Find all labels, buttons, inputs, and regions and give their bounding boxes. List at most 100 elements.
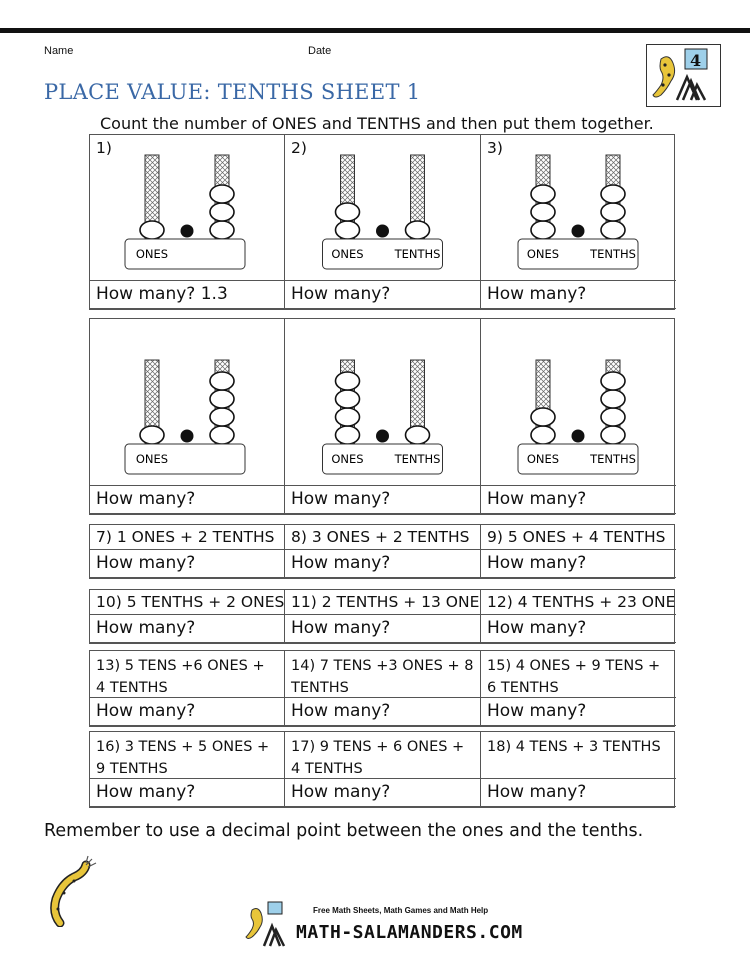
answer-prompt[interactable]: How many? <box>481 779 676 807</box>
ones-bead <box>139 220 165 240</box>
ones-label: ONES <box>136 247 168 261</box>
page-title: PLACE VALUE: TENTHS SHEET 1 <box>44 80 421 104</box>
ones-bead <box>530 202 556 222</box>
tenths-bead <box>600 389 626 409</box>
problem-statement: 18) 4 TENS + 3 TENTHS <box>481 732 676 779</box>
tenths-bead <box>209 220 235 240</box>
answer-prompt[interactable]: How many? 1.3 <box>90 281 285 309</box>
problem-statement: 15) 4 ONES + 9 TENS + 6 TENTHS <box>481 651 676 698</box>
tenths-bead <box>209 425 235 445</box>
grade-number: 4 <box>690 51 701 70</box>
answer-prompt[interactable]: How many? <box>481 486 676 514</box>
abacus-base <box>124 238 246 270</box>
decimal-point <box>180 429 194 443</box>
ones-bead <box>139 425 165 445</box>
top-rule <box>0 28 750 33</box>
tenths-label: TENTHS <box>394 452 441 466</box>
decimal-point <box>376 224 389 238</box>
abacus-base <box>124 443 246 475</box>
tenths-bead <box>209 202 235 222</box>
problem-statement: 10) 5 TENTHS + 2 ONES <box>90 590 285 615</box>
tenths-bead <box>404 425 431 445</box>
answer-prompt[interactable]: How many? <box>285 281 481 309</box>
ones-label: ONES <box>331 452 363 466</box>
problem-statement: 8) 3 ONES + 2 TENTHS <box>285 525 481 550</box>
problem-statement: 16) 3 TENS + 5 ONES + 9 TENTHS <box>90 732 285 779</box>
tenths-bead <box>600 425 626 445</box>
problem-number: 2) <box>291 139 307 157</box>
decimal-point <box>571 429 585 443</box>
abacus-base <box>517 443 639 475</box>
ones-bead <box>334 407 361 427</box>
ones-label: ONES <box>527 247 559 261</box>
decimal-point <box>376 429 389 443</box>
problem-statement: 7) 1 ONES + 2 TENTHS <box>90 525 285 550</box>
abacus-base <box>517 238 639 270</box>
answer-prompt[interactable]: How many? <box>90 550 285 578</box>
ones-label: ONES <box>136 452 168 466</box>
answer-prompt[interactable]: How many? <box>285 779 481 807</box>
site-logo <box>240 900 300 954</box>
answer-prompt[interactable]: How many? <box>285 698 481 726</box>
tenths-bead <box>600 202 626 222</box>
abacus-problem: ONES TENTHS <box>285 319 481 486</box>
answer-prompt[interactable]: How many? <box>90 486 285 514</box>
abacus-base <box>322 443 443 475</box>
answer-prompt[interactable]: How many? <box>285 550 481 578</box>
decimal-point <box>571 224 585 238</box>
abacus-drawing: ONES <box>124 359 246 475</box>
abacus-drawing: ONES TENTHS <box>322 359 443 475</box>
problem-statement: 9) 5 ONES + 4 TENTHS <box>481 525 676 550</box>
tenths-bead <box>600 184 626 204</box>
abacus-problem: ONES <box>90 319 285 486</box>
tenths-bead <box>600 371 626 391</box>
tenths-label: TENTHS <box>394 247 441 261</box>
date-label: Date <box>308 45 332 57</box>
ones-bead <box>334 371 361 391</box>
abacus-drawing: ONES <box>124 154 246 270</box>
answer-prompt[interactable]: How many? <box>481 698 676 726</box>
ones-label: ONES <box>527 452 559 466</box>
ones-label: ONES <box>331 247 363 261</box>
tenths-bead <box>209 407 235 427</box>
salamander-illustration <box>40 855 112 931</box>
problem-statement: 13) 5 TENS +6 ONES + 4 TENTHS <box>90 651 285 698</box>
answer-prompt[interactable]: How many? <box>285 486 481 514</box>
tenths-bead <box>404 220 431 240</box>
tenths-bead <box>600 407 626 427</box>
tenths-bead <box>209 389 235 409</box>
grade-logo: 4 <box>646 44 721 107</box>
tenths-bead <box>209 371 235 391</box>
site-name: MATH-SALAMANDERS.COM <box>296 922 523 943</box>
answer-prompt[interactable]: How many? <box>481 281 676 309</box>
decimal-point <box>180 224 194 238</box>
ones-bead <box>334 202 361 222</box>
reminder-text: Remember to use a decimal point between … <box>44 821 644 841</box>
answer-prompt[interactable]: How many? <box>90 615 285 643</box>
answer-prompt[interactable]: How many? <box>90 698 285 726</box>
problem-statement: 17) 9 TENS + 6 ONES + 4 TENTHS <box>285 732 481 779</box>
answer-prompt[interactable]: How many? <box>481 550 676 578</box>
abacus-base <box>322 238 443 270</box>
answer-prompt[interactable]: How many? <box>285 615 481 643</box>
abacus-drawing: ONES TENTHS <box>322 154 443 270</box>
answer-prompt[interactable]: How many? <box>90 779 285 807</box>
tenths-bead <box>209 184 235 204</box>
ones-bead <box>334 220 361 240</box>
site-tagline: Free Math Sheets, Math Games and Math He… <box>313 906 489 915</box>
answer-prompt[interactable]: How many? <box>481 615 676 643</box>
tenths-bead <box>600 220 626 240</box>
abacus-problem: ONES TENTHS 2) <box>285 135 481 281</box>
problem-statement: 11) 2 TENTHS + 13 ONES <box>285 590 481 615</box>
problem-number: 3) <box>487 139 503 157</box>
name-label: Name <box>44 45 74 57</box>
ones-bead <box>530 184 556 204</box>
